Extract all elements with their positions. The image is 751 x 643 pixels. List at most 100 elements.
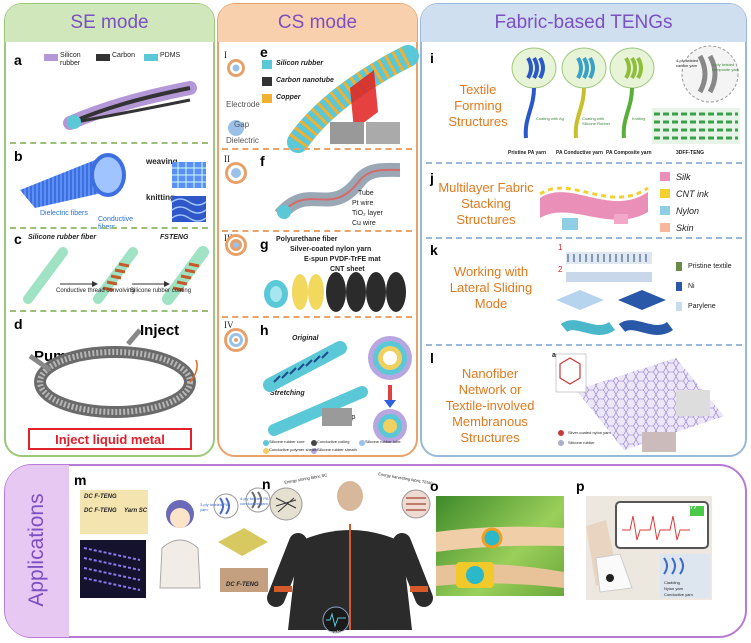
knitting-step-label: Knitting	[632, 116, 646, 121]
se-mode-title: SE mode	[70, 12, 149, 33]
n-bottom-caption: Wearable electronics	[322, 630, 369, 636]
original-label: Original	[292, 335, 319, 342]
app-p-photo	[586, 496, 712, 600]
cs-e-legend	[262, 60, 272, 103]
app-m-photo-top	[80, 490, 148, 534]
weaving-label: weaving	[146, 157, 178, 166]
se-divider-2	[10, 227, 208, 229]
panel-label-e: e	[260, 44, 268, 60]
applications-side-tab	[5, 465, 69, 637]
3dff-teng-label: 3DFF-TENG	[676, 150, 705, 156]
inject-liquid-metal-text: Inject liquid metal	[55, 431, 165, 447]
fab-divider-1	[426, 162, 742, 164]
carbon-yarn-note: 4-ply twisted carbon yarn	[676, 58, 699, 68]
legend-silicone-rubber: Silicone rubber	[568, 440, 595, 445]
lateral-sliding-text: Working with Lateral Sliding Mode	[449, 264, 533, 311]
p-legend-cladding: Cladding	[664, 580, 680, 585]
electrode-label: Electrode	[226, 100, 260, 109]
h-legend-coiling: Conductive coiling	[317, 439, 350, 444]
panel-label-h: h	[260, 322, 269, 338]
legend-carbon-label: Carbon	[112, 52, 135, 59]
fabric-title: Fabric-based TENGs	[494, 12, 673, 33]
legend-ni: Ni	[688, 283, 695, 290]
knitting-label: knitting	[146, 193, 175, 202]
panel-label-k: k	[430, 242, 438, 258]
cs-mode-header: CS mode	[218, 4, 417, 42]
cs-concentric-icons	[224, 59, 248, 352]
legend-parylene: Parylene	[688, 303, 716, 310]
roman-ii: II	[224, 154, 230, 164]
fabric-header: Fabric-based TENGs	[421, 4, 746, 42]
legend-silicon-label: Silicon rubber	[60, 52, 81, 67]
h-legend-tube: Silicone rubber tube	[365, 439, 401, 444]
se-b-textile-illustration	[171, 162, 207, 222]
se-c-process-illustration	[23, 246, 209, 305]
fab-j-layers-illustration	[539, 186, 649, 230]
panel-label-a: a	[14, 52, 22, 68]
panel-label-o: o	[430, 478, 439, 494]
stretching-label: Stretching	[270, 390, 305, 397]
pristine-pa-yarn-label: Pristine PA yarn	[508, 150, 547, 156]
inject-label: Inject	[140, 322, 180, 339]
panel-label-i: i	[430, 50, 434, 66]
panel-label-b: b	[14, 148, 23, 164]
se-a-legend	[44, 54, 158, 61]
tio2-layer-label: TiO₂ layer	[352, 210, 383, 217]
conductive-fibers-label: Conductive fibers	[98, 216, 134, 231]
app-m-glow-pattern	[83, 547, 141, 591]
p-legend-conductive: Conductive yarn	[664, 592, 693, 597]
app-m-fabric-callouts	[213, 487, 271, 592]
panel-label-l: l	[430, 350, 434, 366]
app-p-sock-illustration	[586, 501, 710, 598]
panel-label-p: p	[576, 478, 585, 494]
pt-wire-label: Pt wire	[352, 200, 374, 207]
panel-label-m: m	[74, 472, 87, 488]
legend-swatch-carbon	[96, 54, 110, 61]
cs-g-layered-fiber	[264, 272, 406, 312]
cs-mode-title: CS mode	[277, 12, 358, 33]
legend-swatch-pdms	[144, 54, 158, 61]
h-legend-polymer-sheath: Conductive polymer sheath	[269, 447, 318, 452]
fab-j-legend	[660, 172, 670, 232]
composite-yarn-note: 4-ply twisted composite yarn	[712, 62, 740, 72]
panel-label-f: f	[260, 153, 265, 169]
roman-iv: IV	[224, 320, 234, 330]
pa-composite-yarn-label: PA Composite yarn	[606, 150, 652, 156]
h-legend-core: Silicone rubber core	[269, 439, 305, 444]
se-divider-1	[10, 142, 208, 144]
conductive-thread-label: Conductive thread convolving	[56, 288, 135, 294]
legend-carbon-nanotube: Carbon nanotube	[276, 77, 334, 84]
legend-pristine-textile: Pristine textile	[688, 263, 732, 270]
applications-title: Applications	[25, 493, 48, 607]
app-m-person-illustration	[159, 500, 201, 589]
fab-i-yarn-illustration	[511, 45, 740, 144]
cs-divider-3	[222, 316, 412, 318]
se-divider-3	[10, 310, 208, 312]
panel-label-g: g	[260, 236, 269, 252]
panel-label-c: c	[14, 231, 22, 247]
silicone-rubber-coating-label: Silicone rubber coating	[130, 288, 192, 294]
coating-ag-label: Coating with Ag	[536, 116, 564, 121]
dielectric-label: Dielectric	[226, 136, 259, 145]
fab-l-network-illustration	[555, 353, 724, 452]
legend-silk: Silk	[676, 172, 691, 182]
app-o-wrist-illustration	[436, 526, 564, 588]
multilayer-stacking-text: Multilayer Fabric Stacking Structures	[438, 180, 534, 227]
legend-copper: Copper	[276, 94, 301, 101]
silver-nylon-label: Silver-coated nylon yarn	[290, 246, 372, 253]
cs-h-legend	[263, 440, 365, 454]
se-d-ring-illustration	[28, 328, 198, 418]
pa-conductive-yarn-label: PA Conductive yarn	[556, 150, 603, 156]
fab-k-legend	[676, 262, 682, 311]
m-dc-f-teng-1: DC F-TENG	[84, 494, 117, 500]
roman-i: I	[224, 50, 227, 60]
app-o-photo	[436, 496, 564, 596]
m-3ply-yarn: 3-ply twisted PA yarn	[200, 502, 229, 512]
fab-divider-2	[426, 237, 742, 239]
se-mode-header: SE mode	[5, 4, 214, 42]
h-legend-rubber-sheath: Silicone rubber sheath	[317, 447, 357, 452]
nanofiber-network-text: Nanofiber Network or Textile-involved Me…	[445, 366, 535, 445]
polyurethane-fiber-label: Polyurethane fiber	[276, 236, 338, 243]
cs-f-tube-illustration	[274, 162, 401, 220]
fab-k-sliding-illustration	[556, 252, 673, 335]
